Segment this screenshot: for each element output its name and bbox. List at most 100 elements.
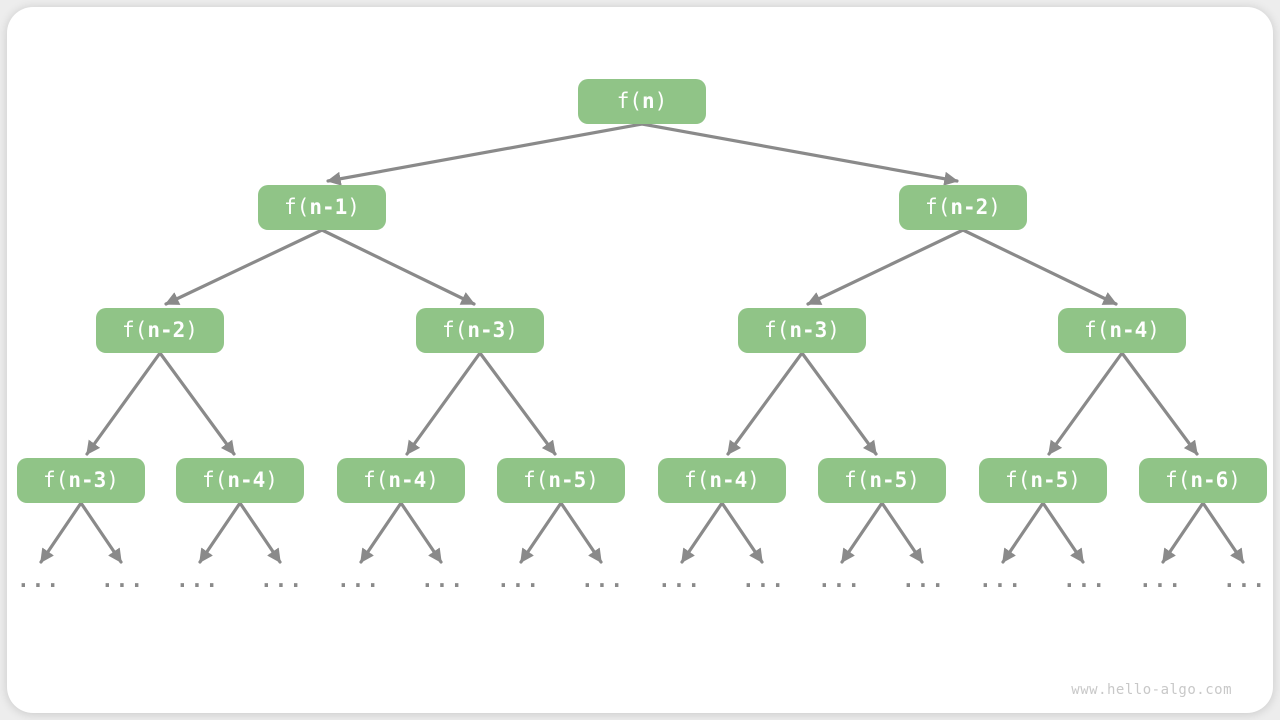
node-label-arg: n-3 [68,468,107,492]
arrow [961,228,1118,306]
node-label-suffix: ) [185,318,198,342]
node-label-prefix: f( [202,468,228,492]
arrow [1201,501,1245,564]
ellipsis: ... [902,568,946,592]
arrow [726,351,804,456]
arrow [1161,501,1205,564]
arrow [359,501,403,564]
node-label-prefix: f( [844,468,870,492]
arrow [840,501,884,564]
tree-node: f(n-2) [899,185,1027,230]
arrow [39,501,83,564]
node-label-arg: n-4 [388,468,427,492]
node-label-suffix: ) [747,468,760,492]
node-label-prefix: f( [1084,318,1110,342]
node-label-arg: n [641,89,655,113]
arrow [680,501,724,564]
arrow [1120,351,1199,456]
node-label-prefix: f( [684,468,710,492]
arrow [559,501,603,564]
node-label-arg: n-3 [467,318,506,342]
node-label-arg: n-1 [309,195,348,219]
arrow [164,228,324,306]
ellipsis: ... [581,568,625,592]
arrow [326,122,644,186]
arrow [79,501,123,564]
node-label-arg: n-4 [709,468,748,492]
tree-node: f(n) [578,79,706,124]
node-label-prefix: f( [925,195,951,219]
tree-node: f(n-3) [416,308,544,353]
ellipsis: ... [260,568,304,592]
node-label-arg: n-5 [869,468,908,492]
arrow [1001,501,1045,564]
node-label-prefix: f( [1005,468,1031,492]
node-label-suffix: ) [654,89,668,113]
arrow [198,501,242,564]
node-label-suffix: ) [988,195,1001,219]
node-label-suffix: ) [1147,318,1160,342]
node-label-arg: n-4 [227,468,266,492]
arrow [478,351,557,456]
node-label-arg: n-4 [1109,318,1148,342]
node-label-prefix: f( [523,468,549,492]
tree-node: f(n-4) [1058,308,1186,353]
node-label-prefix: f( [1165,468,1191,492]
node-label-suffix: ) [827,318,840,342]
arrow [405,351,482,456]
node-label-suffix: ) [505,318,518,342]
tree-node: f(n-4) [337,458,465,503]
tree-node: f(n-3) [17,458,145,503]
tree-node: f(n-5) [497,458,625,503]
arrow [880,501,924,564]
ellipsis: ... [101,568,145,592]
node-label-suffix: ) [426,468,439,492]
tree-node: f(n-5) [818,458,946,503]
ellipsis: ... [1063,568,1107,592]
ellipsis: ... [337,568,381,592]
tree-node: f(n-5) [979,458,1107,503]
tree-node: f(n-3) [738,308,866,353]
watermark: www.hello-algo.com [1071,682,1232,698]
ellipsis: ... [421,568,465,592]
node-label-prefix: f( [363,468,389,492]
tree-node: f(n-1) [258,185,386,230]
node-label-prefix: f( [284,195,310,219]
arrow [519,501,563,564]
ellipsis: ... [658,568,702,592]
node-label-prefix: f( [43,468,69,492]
ellipsis: ... [979,568,1023,592]
node-label-prefix: f( [442,318,468,342]
ellipsis: ... [1139,568,1183,592]
node-label-suffix: ) [907,468,920,492]
node-label-suffix: ) [1068,468,1081,492]
arrow [85,351,162,456]
node-label-prefix: f( [616,89,642,113]
node-label-suffix: ) [1228,468,1241,492]
arrow [1047,351,1124,456]
tree-node: f(n-6) [1139,458,1267,503]
arrow [800,351,878,456]
ellipsis: ... [497,568,541,592]
node-label-prefix: f( [122,318,148,342]
tree-node: f(n-2) [96,308,224,353]
tree-node: f(n-4) [658,458,786,503]
node-label-arg: n-5 [548,468,587,492]
ellipsis: ... [818,568,862,592]
arrow [238,501,282,564]
node-label-suffix: ) [347,195,360,219]
arrow [640,122,959,186]
node-label-arg: n-6 [1190,468,1229,492]
arrow [399,501,443,564]
node-label-prefix: f( [764,318,790,342]
ellipsis: ... [742,568,786,592]
node-label-arg: n-2 [950,195,989,219]
arrow [158,351,236,456]
node-label-suffix: ) [265,468,278,492]
arrow [1041,501,1085,564]
node-label-arg: n-3 [789,318,828,342]
node-label-suffix: ) [586,468,599,492]
arrow [806,228,965,306]
